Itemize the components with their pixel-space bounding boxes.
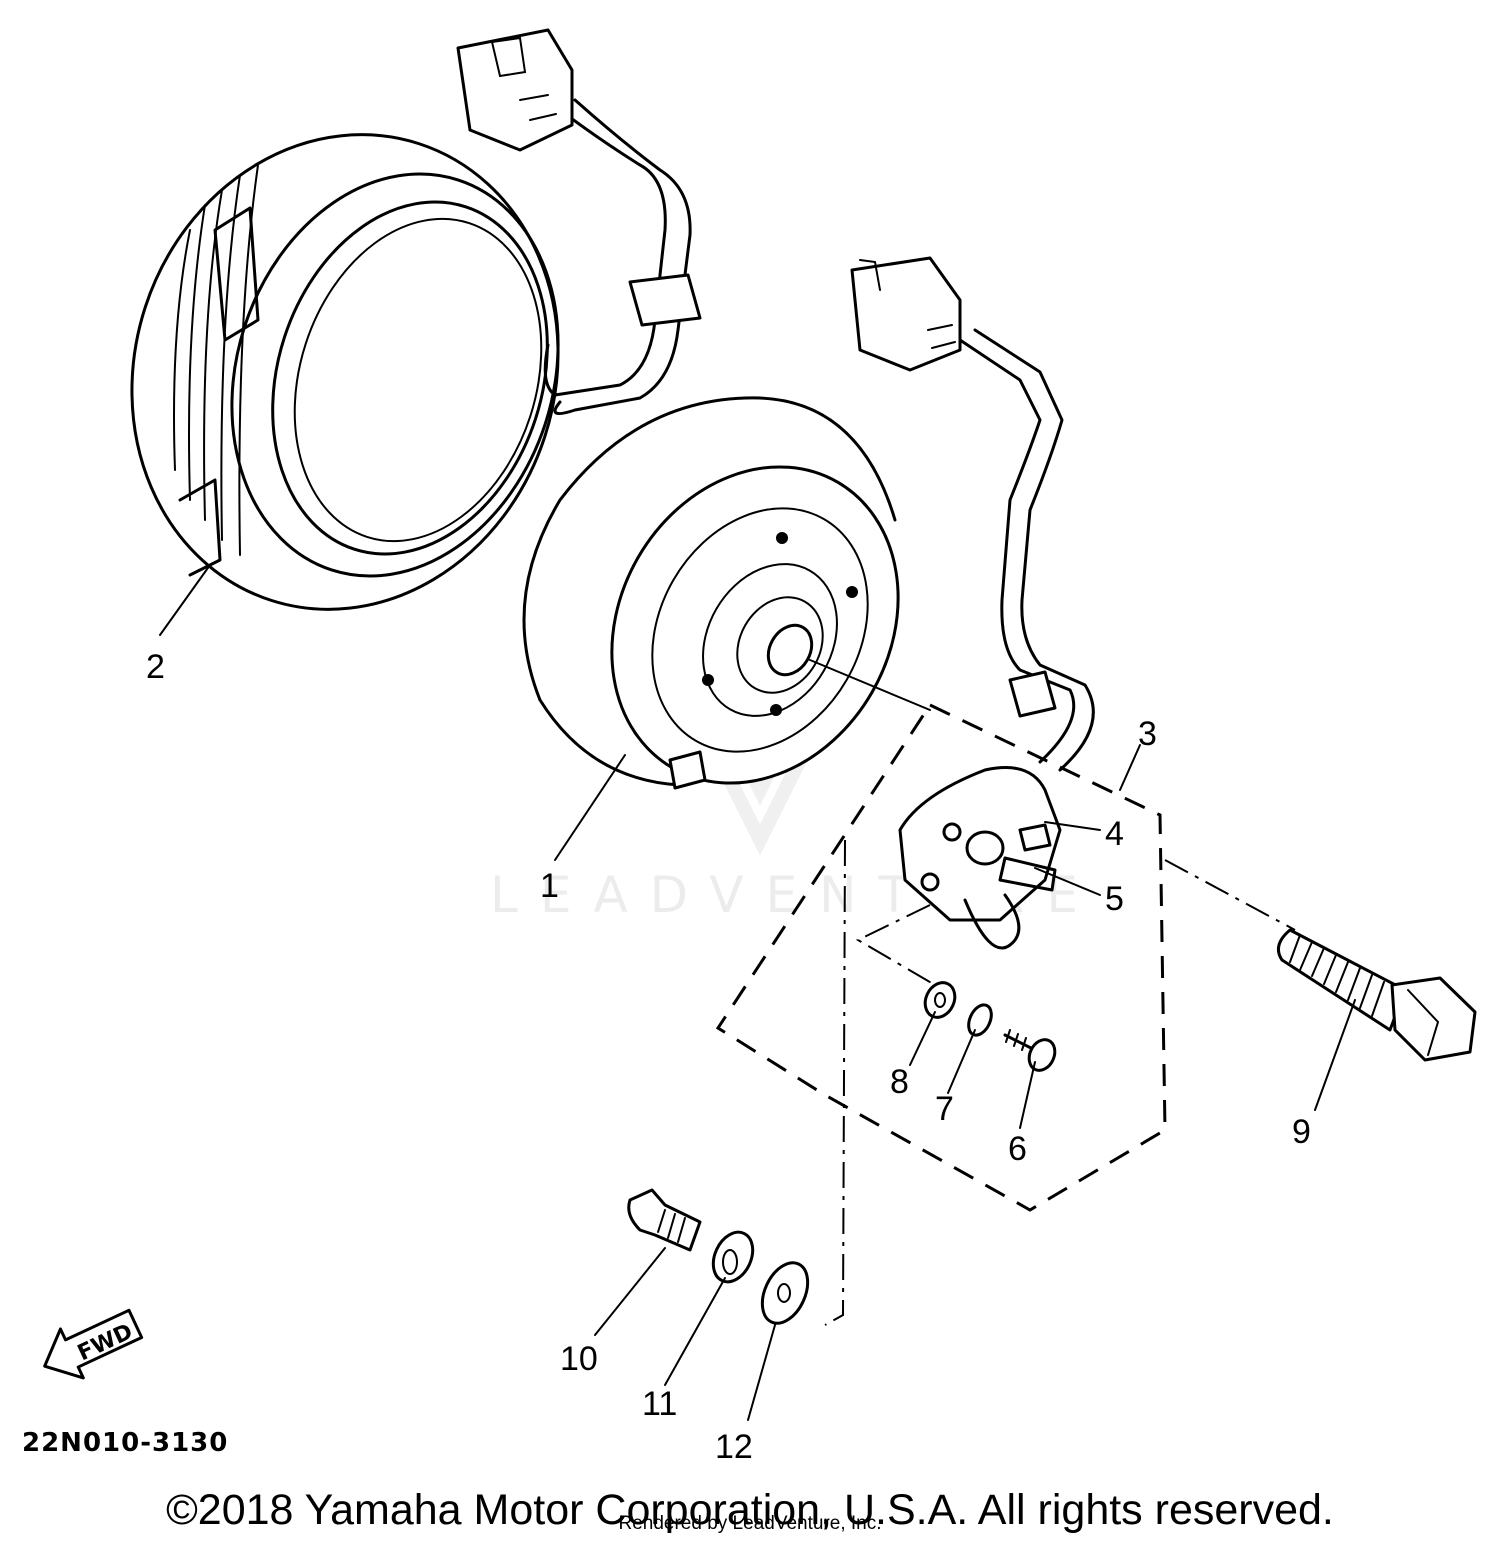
- callout-9: 9: [1292, 1113, 1311, 1151]
- callout-4: 4: [1105, 815, 1124, 853]
- forward-arrow-icon: FWD: [43, 1308, 144, 1380]
- callout-10: 10: [560, 1340, 598, 1378]
- rendered-by-notice: Rendered by LeadVenture, Inc.: [618, 1513, 882, 1534]
- copyright-notice: ©2018 Yamaha Motor Corporation, U.S.A. A…: [166, 1486, 1334, 1534]
- callout-8: 8: [890, 1063, 909, 1101]
- callout-1: 1: [540, 867, 559, 905]
- callout-6: 6: [1008, 1130, 1027, 1168]
- lower-fasteners: [627, 1188, 810, 1325]
- small-fasteners: [923, 981, 1057, 1072]
- locator-lines: [824, 839, 1296, 1326]
- callout-7: 7: [935, 1090, 954, 1128]
- callout-12: 12: [715, 1428, 753, 1466]
- rotor-flywheel: [522, 396, 931, 790]
- callout-5: 5: [1105, 880, 1124, 918]
- callout-3: 3: [1138, 715, 1157, 753]
- leader-lines: [159, 564, 1356, 1421]
- assembly-3-outline: [715, 703, 1167, 1212]
- pickup-coil-harness: [850, 256, 1095, 772]
- callout-2: 2: [146, 648, 165, 686]
- stator-wire-harness: [456, 28, 702, 416]
- callout-11: 11: [642, 1385, 677, 1423]
- reference-code: 22N010-3130: [22, 1428, 229, 1458]
- stator-coil: [130, 133, 560, 611]
- bolt-9: [1276, 928, 1477, 1062]
- pickup-coil-bracket: [898, 766, 1062, 950]
